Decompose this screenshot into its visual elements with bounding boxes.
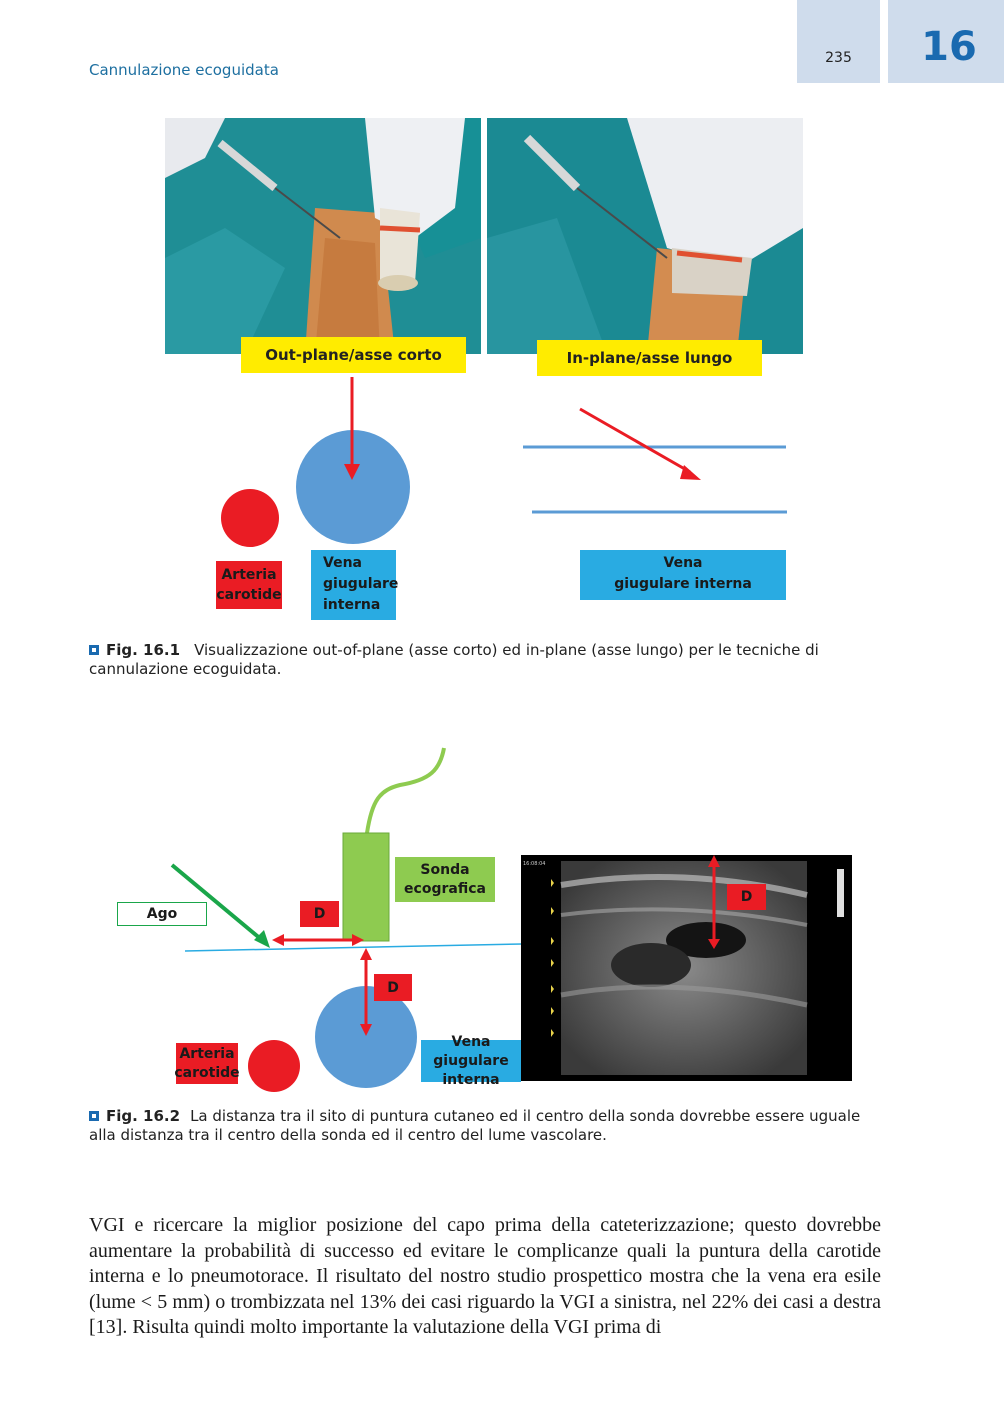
label-distance-ultrasound: D — [727, 884, 766, 910]
label-probe: Sonda ecografica — [395, 857, 495, 902]
label-in-plane: In-plane/asse lungo — [537, 340, 762, 376]
label-artery-fig2: Arteria carotide — [174, 1043, 240, 1084]
artery-circle — [221, 489, 279, 547]
skin-line — [184, 943, 523, 952]
caption-marker-icon — [89, 1111, 99, 1121]
body-paragraph: VGI e ricercare la miglior posizione del… — [89, 1214, 881, 1338]
artery-circle-fig2 — [248, 1040, 300, 1092]
label-out-plane: Out-plane/asse corto — [241, 337, 466, 373]
probe — [342, 832, 390, 942]
header-chapter-tab — [888, 0, 1004, 83]
running-head: Cannulazione ecoguidata — [89, 61, 279, 79]
ultrasound-image: 16:08:04 — [521, 855, 852, 1081]
svg-text:16:08:04: 16:08:04 — [523, 861, 545, 867]
photo-out-plane — [165, 118, 481, 354]
label-distance-horizontal: D — [300, 901, 339, 927]
chapter-number: 16 — [921, 24, 977, 70]
label-needle: Ago — [117, 902, 207, 926]
label-artery-fig1: Arteria carotide — [216, 561, 282, 609]
probe-cable — [365, 747, 446, 834]
label-vein-long-axis: Vena giugulare interna — [580, 550, 786, 600]
label-distance-vertical: D — [374, 974, 412, 1001]
photo-in-plane — [487, 118, 803, 354]
vein-circle — [296, 430, 410, 544]
caption-marker-icon — [89, 645, 99, 655]
vein-circle-fig2 — [315, 986, 417, 1088]
label-vein-fig2: Vena giugulare interna — [421, 1034, 521, 1088]
diagram-fig16-1 — [221, 377, 787, 547]
diagram-fig16-2 — [170, 747, 523, 1092]
page-number: 235 — [825, 50, 852, 66]
in-plane-arrow — [579, 407, 691, 474]
header-page-tab — [797, 0, 880, 83]
label-vein-fig1: Vena giugulare interna — [311, 550, 398, 620]
needle-arrow — [170, 863, 264, 942]
